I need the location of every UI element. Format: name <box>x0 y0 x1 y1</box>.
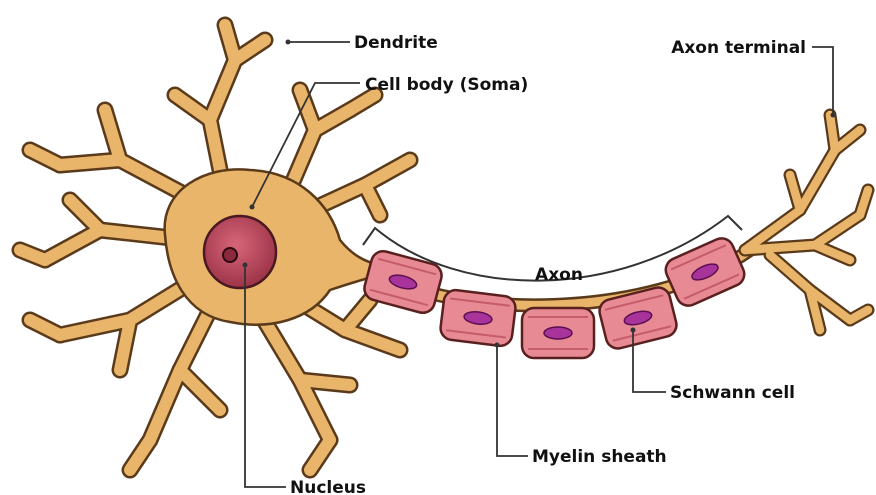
schwann-cell-5 <box>662 235 748 310</box>
axon-terminal-leader <box>812 47 833 115</box>
nucleus-shape <box>204 216 276 288</box>
myelin-sheath-leader <box>497 345 528 456</box>
axon-terminal-branches <box>745 115 868 330</box>
schwann-cell-3 <box>522 308 594 358</box>
nucleolus <box>223 248 237 262</box>
schwann-cell-2 <box>439 289 517 347</box>
nucleus-label: Nucleus <box>290 478 366 495</box>
myelin-sheath-segments <box>362 235 748 358</box>
myelin-sheath-label: Myelin sheath <box>532 447 667 467</box>
axon-terminal-label: Axon terminal <box>671 38 806 58</box>
schwann-cell-label: Schwann cell <box>670 383 795 403</box>
cell-body-label: Cell body (Soma) <box>365 75 528 95</box>
axon-label: Axon <box>535 265 583 285</box>
dendrite-label: Dendrite <box>354 33 438 53</box>
